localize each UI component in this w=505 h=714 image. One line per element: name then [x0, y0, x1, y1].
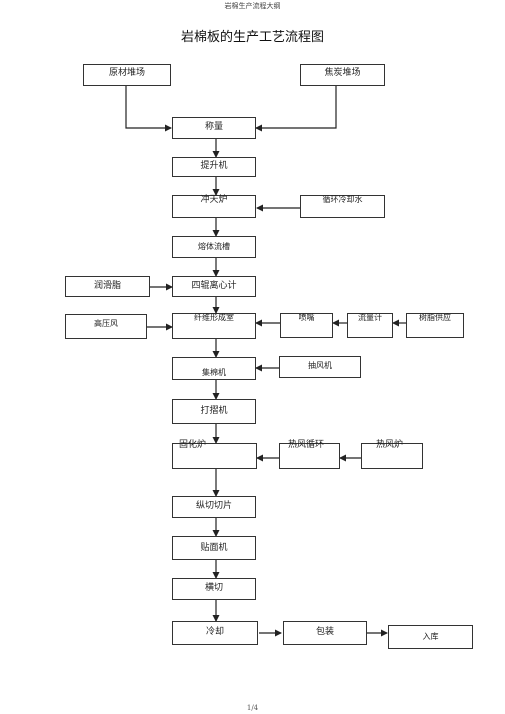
node-laminating: 贴面机: [172, 536, 256, 560]
node-packing: 包装: [283, 621, 367, 645]
node-label: 纵切切片: [195, 501, 232, 511]
node-melt-trough: 熔体流槽: [172, 236, 256, 258]
node-label: 熔体流槽: [198, 242, 230, 251]
node-pendulum: 打摺机: [172, 399, 256, 424]
node-label: 包装: [315, 627, 334, 637]
node-nozzle: 喷嘴: [280, 313, 333, 338]
node-label: 横切: [204, 583, 223, 593]
running-header: 岩棉生产流程大纲: [224, 2, 281, 10]
node-exhaust-fan: 抽风机: [279, 356, 361, 378]
node-label: 入库: [422, 632, 439, 641]
node-label: 打摺机: [200, 406, 228, 416]
node-hp-air: 高压风: [65, 314, 147, 339]
page-title: 岩棉板的生产工艺流程图: [180, 30, 324, 45]
page-number: 1/4: [246, 704, 259, 712]
node-spinner: 四辊离心计: [172, 276, 256, 297]
node-collector: 集棉机: [172, 357, 256, 380]
node-label: 称量: [204, 122, 223, 132]
node-label: 循环冷却水: [322, 195, 363, 204]
node-label: 四辊离心计: [191, 281, 237, 291]
node-cooling: 冷却: [172, 621, 258, 645]
node-label: 纤维形成室: [194, 313, 234, 322]
node-label: 冷却: [205, 627, 224, 637]
node-label: 固化炉: [179, 440, 207, 450]
node-label: 润滑脂: [93, 281, 121, 291]
node-label: 集棉机: [202, 368, 226, 377]
node-flowmeter: 流量计: [347, 313, 393, 338]
node-label: 热风循环: [288, 440, 325, 450]
node-resin-supply: 树脂供应: [406, 313, 464, 338]
node-hoist: 提升机: [172, 157, 256, 177]
node-hot-air-furnace: 热风炉: [361, 440, 423, 469]
node-slitting: 纵切切片: [172, 496, 256, 518]
node-weighing: 称量: [172, 117, 256, 139]
node-label: 提升机: [200, 161, 228, 171]
node-label: 焦炭堆场: [324, 68, 361, 78]
node-cupola: 冲天炉: [172, 195, 256, 218]
node-label: 热风炉: [376, 440, 404, 450]
arrow-coke-to-weighing: [255, 86, 337, 132]
node-warehouse: 入库: [388, 625, 473, 649]
node-label: 流量计: [358, 313, 382, 322]
node-curing-oven: 固化炉: [172, 440, 257, 469]
node-cooling-water: 循环冷却水: [300, 195, 385, 218]
node-cross-cut: 横切: [172, 578, 256, 600]
node-label: 冲天炉: [200, 195, 228, 205]
node-raw-storage: 原材堆场: [83, 64, 171, 86]
node-lubricant: 润滑脂: [65, 276, 150, 297]
node-label: 原材堆场: [108, 68, 145, 78]
node-label: 贴面机: [200, 543, 228, 553]
node-hot-air-circulation: 热风循环: [279, 440, 340, 469]
node-fiber-forming: 纤维形成室: [172, 313, 256, 339]
arrow-raw-to-weighing: [125, 86, 172, 132]
node-label: 喷嘴: [298, 313, 315, 322]
node-coke-storage: 焦炭堆场: [300, 64, 385, 86]
node-label: 高压风: [94, 319, 118, 328]
node-label: 树脂供应: [419, 313, 451, 322]
node-label: 抽风机: [308, 361, 332, 370]
